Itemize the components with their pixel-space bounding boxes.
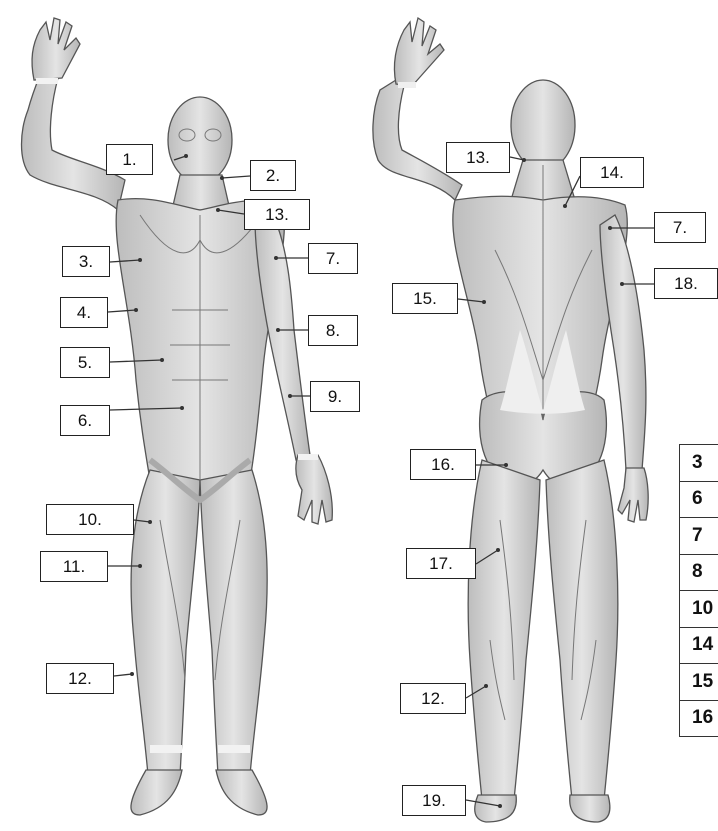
key-cell: 3 bbox=[680, 445, 718, 482]
posterior-raised-hand bbox=[394, 18, 444, 86]
anterior-left-hand bbox=[296, 455, 332, 524]
table-row: 14 bbox=[680, 627, 718, 664]
table-row: 3 bbox=[680, 445, 718, 482]
key-cell: 15 bbox=[680, 664, 718, 701]
key-cell: 14 bbox=[680, 627, 718, 664]
table-row: 6 bbox=[680, 481, 718, 518]
anterior-left-leg bbox=[200, 470, 267, 775]
anterior-label-12: 12. bbox=[46, 663, 114, 694]
table-row: 8 bbox=[680, 554, 718, 591]
key-cell: 10 bbox=[680, 591, 718, 628]
anterior-label-8: 8. bbox=[308, 315, 358, 346]
posterior-label-12: 12. bbox=[400, 683, 466, 714]
posterior-label-15: 15. bbox=[392, 283, 458, 314]
posterior-right-leg bbox=[468, 460, 540, 800]
anterior-label-11: 11. bbox=[40, 551, 108, 582]
posterior-left-hand bbox=[618, 468, 648, 522]
table-row: 15 bbox=[680, 664, 718, 701]
posterior-label-13: 13. bbox=[446, 142, 510, 173]
anterior-label-10: 10. bbox=[46, 504, 134, 535]
anterior-right-foot bbox=[131, 770, 182, 815]
anterior-label-13: 13. bbox=[244, 199, 310, 230]
anterior-head bbox=[168, 97, 232, 183]
key-table: 3 6 7 8 10 14 15 16 bbox=[679, 444, 718, 737]
posterior-raised-arm bbox=[373, 80, 462, 200]
table-row: 16 bbox=[680, 700, 718, 737]
anterior-label-9: 9. bbox=[310, 381, 360, 412]
anterior-raised-hand bbox=[32, 18, 80, 80]
posterior-label-17: 17. bbox=[406, 548, 476, 579]
table-row: 7 bbox=[680, 518, 718, 555]
key-cell: 8 bbox=[680, 554, 718, 591]
key-cell: 7 bbox=[680, 518, 718, 555]
anterior-label-2: 2. bbox=[250, 160, 296, 191]
posterior-label-7: 7. bbox=[654, 212, 706, 243]
anterior-label-4: 4. bbox=[60, 297, 108, 328]
anterior-label-6: 6. bbox=[60, 405, 110, 436]
key-cell: 16 bbox=[680, 700, 718, 737]
anterior-left-foot bbox=[216, 770, 267, 815]
anterior-label-1: 1. bbox=[106, 144, 153, 175]
posterior-left-leg bbox=[546, 460, 618, 800]
anterior-label-5: 5. bbox=[60, 347, 110, 378]
table-row: 10 bbox=[680, 591, 718, 628]
posterior-head bbox=[511, 80, 575, 170]
posterior-right-foot bbox=[475, 795, 517, 822]
anterior-label-7: 7. bbox=[308, 243, 358, 274]
anterior-raised-arm bbox=[22, 75, 126, 210]
posterior-label-19: 19. bbox=[402, 785, 466, 816]
anterior-label-3: 3. bbox=[62, 246, 110, 277]
posterior-left-foot bbox=[570, 795, 610, 822]
posterior-label-16: 16. bbox=[410, 449, 476, 480]
posterior-label-18: 18. bbox=[654, 268, 718, 299]
key-cell: 6 bbox=[680, 481, 718, 518]
anterior-right-leg bbox=[131, 470, 200, 775]
posterior-label-14: 14. bbox=[580, 157, 644, 188]
